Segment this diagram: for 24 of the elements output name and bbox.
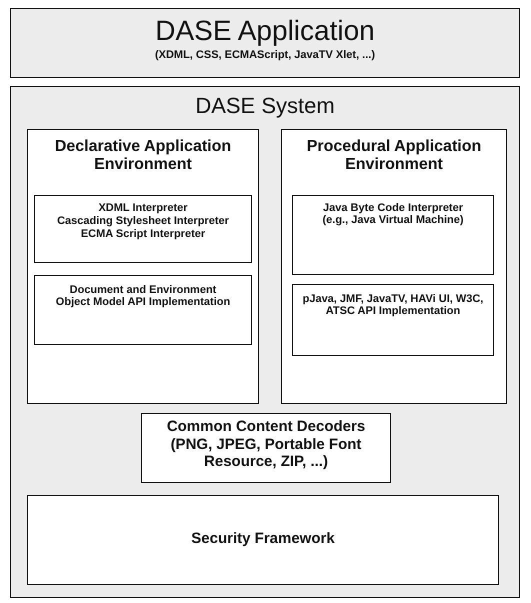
heading-text: Declarative Application Environment	[54, 138, 232, 174]
component-text: Cascading Stylesheet Interpreter	[56, 215, 230, 227]
component-text: Java Byte Code Interpreter (e.g., Java Virtual Machine)	[321, 202, 464, 226]
subtitle-text: (XDML, CSS, ECMAScript, JavaTV Xlet, ...)	[154, 49, 376, 61]
security-box	[27, 495, 499, 585]
component-text: ECMA Script Interpreter	[80, 228, 206, 240]
decoder-box	[141, 413, 391, 483]
heading-text: Common Content Decoders	[166, 418, 366, 435]
environment-box	[281, 129, 507, 404]
component-text: XDML Interpreter	[97, 202, 189, 214]
component-box	[34, 275, 252, 345]
component-text: pJava, JMF, JavaTV, HAVi UI, W3C, ATSC API Implementation	[302, 293, 484, 317]
component-box	[34, 195, 252, 263]
title-text: DASE Application	[154, 15, 376, 47]
application-layer-box	[10, 8, 520, 78]
environment-box	[27, 129, 259, 404]
heading-text: Procedural Application Environment	[306, 138, 482, 174]
component-text: (PNG, JPEG, Portable Font Resource, ZIP, ...)	[170, 436, 362, 470]
system-layer-box	[10, 86, 520, 598]
title-text: DASE System	[194, 93, 336, 119]
component-text: Security Framework	[190, 530, 336, 547]
component-box	[292, 195, 494, 275]
component-text: Document and Environment Object Model API Implementation	[55, 284, 231, 308]
component-box	[292, 284, 494, 356]
